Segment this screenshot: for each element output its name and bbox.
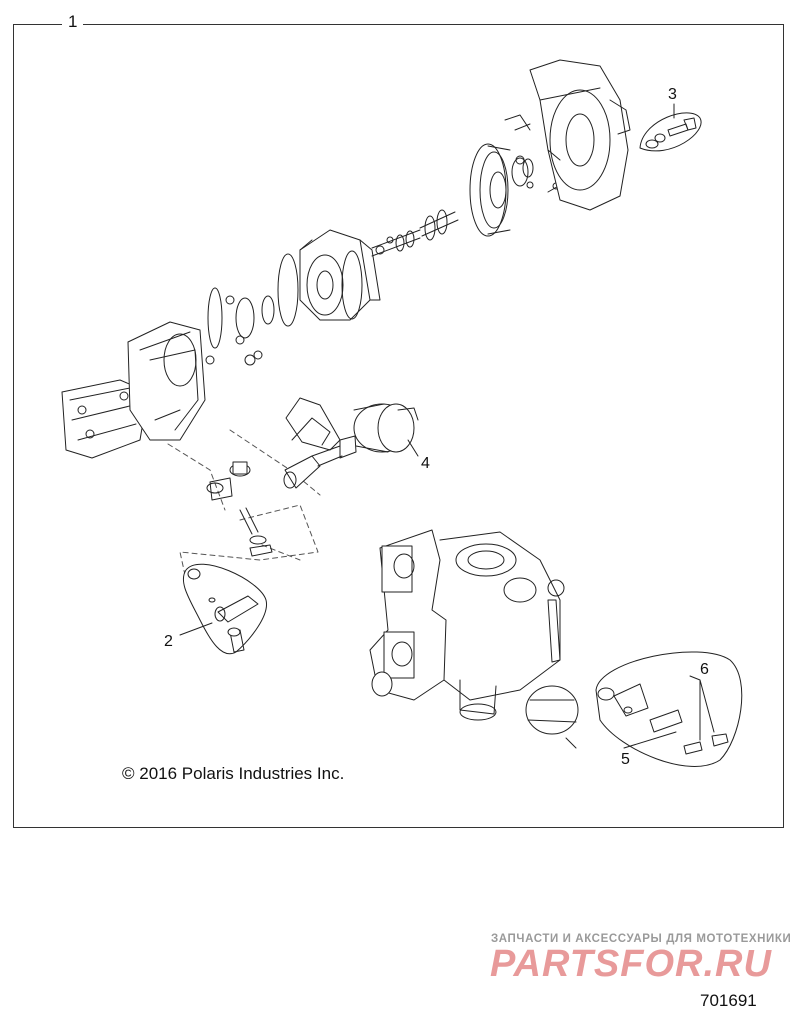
diagram-frame: [13, 24, 784, 828]
watermark-logo: PARTSFOR.RU: [490, 943, 772, 985]
callout-1: 1: [62, 12, 84, 32]
callout-3: 3: [668, 86, 677, 103]
kit-5-hardware: [596, 652, 742, 767]
actuator-linkage-parts: [207, 462, 272, 556]
watermark-tagline: ЗАПЧАСТИ И АКСЕССУАРЫ ДЛЯ МОТОТЕХНИКИ: [491, 933, 792, 945]
intake-housing-group: [62, 288, 274, 458]
center-housing-group: [278, 210, 458, 326]
callout-5: 5: [621, 751, 630, 768]
kit-2-hardware: [180, 564, 267, 654]
callout-6: 6: [700, 661, 709, 678]
kit-3-hardware: [640, 104, 701, 151]
compressor-wheel-group: [470, 60, 630, 236]
callout-4: 4: [421, 455, 430, 472]
copyright-notice: © 2016 Polaris Industries Inc.: [122, 764, 345, 783]
leader-4: [408, 440, 418, 456]
dashed-leader-lines: [168, 430, 320, 575]
figure-number: 701691: [700, 991, 757, 1010]
callout-2: 2: [164, 633, 173, 650]
wastegate-actuator: [284, 398, 418, 488]
turbocharger-assembly: [370, 530, 578, 748]
